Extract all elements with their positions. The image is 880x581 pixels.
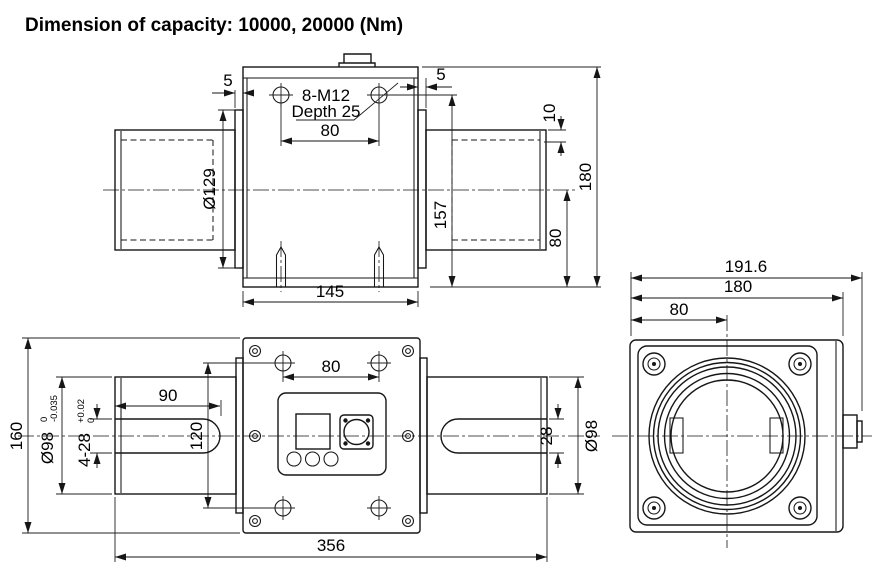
front-view-dimensions: 160 Ø98 0 -0.035 4-28 +0.02 0 90 [7, 337, 601, 562]
display-window [295, 413, 331, 450]
dim-end-overall-width: 191.6 [725, 257, 768, 276]
bottom-studs [275, 241, 385, 292]
svg-text:4-28: 4-28 [75, 433, 94, 467]
dim-end-axis-offset: 80 [670, 300, 689, 319]
end-view-body [629, 339, 844, 533]
dim-end-body-width: 180 [724, 277, 752, 296]
svg-text:0: 0 [39, 417, 50, 422]
thread-note-line1: 8-M12 [302, 86, 350, 105]
dim-keyway-depth: 10 [540, 104, 559, 123]
dim-axis-to-base: 80 [546, 229, 565, 248]
dim-top-bolt-spacing: 80 [321, 121, 340, 140]
dim-flange-offset-right: 5 [436, 65, 445, 84]
control-panel [277, 392, 387, 476]
dim-shaft-dia-left: Ø98 0 -0.035 [38, 395, 60, 464]
top-view: 5 5 8-M12 Depth 25 80 Ø129 10 180 [103, 53, 601, 307]
dim-keyway-length: 90 [159, 386, 178, 405]
svg-text:-0.035: -0.035 [49, 395, 60, 422]
front-cover-screws [248, 344, 415, 528]
end-keyway-left [669, 417, 684, 454]
drawing-title: Dimension of capacity: 10000, 20000 (Nm) [25, 15, 403, 36]
panel-buttons [286, 451, 339, 467]
front-left-flange [235, 357, 244, 514]
end-side-connector [842, 414, 863, 449]
front-right-shaft [426, 376, 548, 495]
dim-bolt-spacing-vertical: 120 [187, 422, 206, 450]
svg-text:Ø98: Ø98 [38, 432, 57, 464]
front-right-flange [419, 357, 428, 514]
end-keyway-right [769, 417, 784, 454]
right-flange [417, 109, 427, 269]
dim-overall-height: 180 [576, 163, 595, 191]
end-corner-screws [642, 352, 812, 520]
end-view-dimensions: 191.6 180 80 [630, 257, 863, 411]
right-keyway-slot [440, 418, 547, 454]
end-view: 191.6 180 80 [612, 257, 872, 548]
dim-flange-diameter: Ø129 [200, 168, 219, 210]
thread-note-leader [296, 82, 399, 121]
dim-overall-length: 356 [317, 536, 345, 555]
front-view: 160 Ø98 0 -0.035 4-28 +0.02 0 90 [7, 337, 601, 562]
dim-keyway-width: 28 [537, 427, 556, 446]
signal-connector [339, 414, 374, 450]
dim-flange-offset-left: 5 [223, 71, 232, 90]
svg-text:0: 0 [86, 418, 97, 423]
top-connector-tab [338, 53, 376, 67]
top-view-dimensions: 5 5 8-M12 Depth 25 80 Ø129 10 180 [200, 65, 601, 307]
dim-body-width: 145 [316, 282, 344, 301]
left-flange [234, 109, 244, 269]
svg-text:+0.02: +0.02 [76, 399, 87, 423]
dim-bolt-spacing-horizontal: 80 [322, 357, 341, 376]
dim-shaft-dia-right: Ø98 [582, 420, 601, 452]
thread-note-line2: Depth 25 [292, 102, 361, 121]
dim-hole-to-base: 157 [431, 201, 450, 229]
dim-front-overall-height: 160 [7, 422, 26, 450]
dim-keyway-spec: 4-28 +0.02 0 [75, 399, 97, 467]
